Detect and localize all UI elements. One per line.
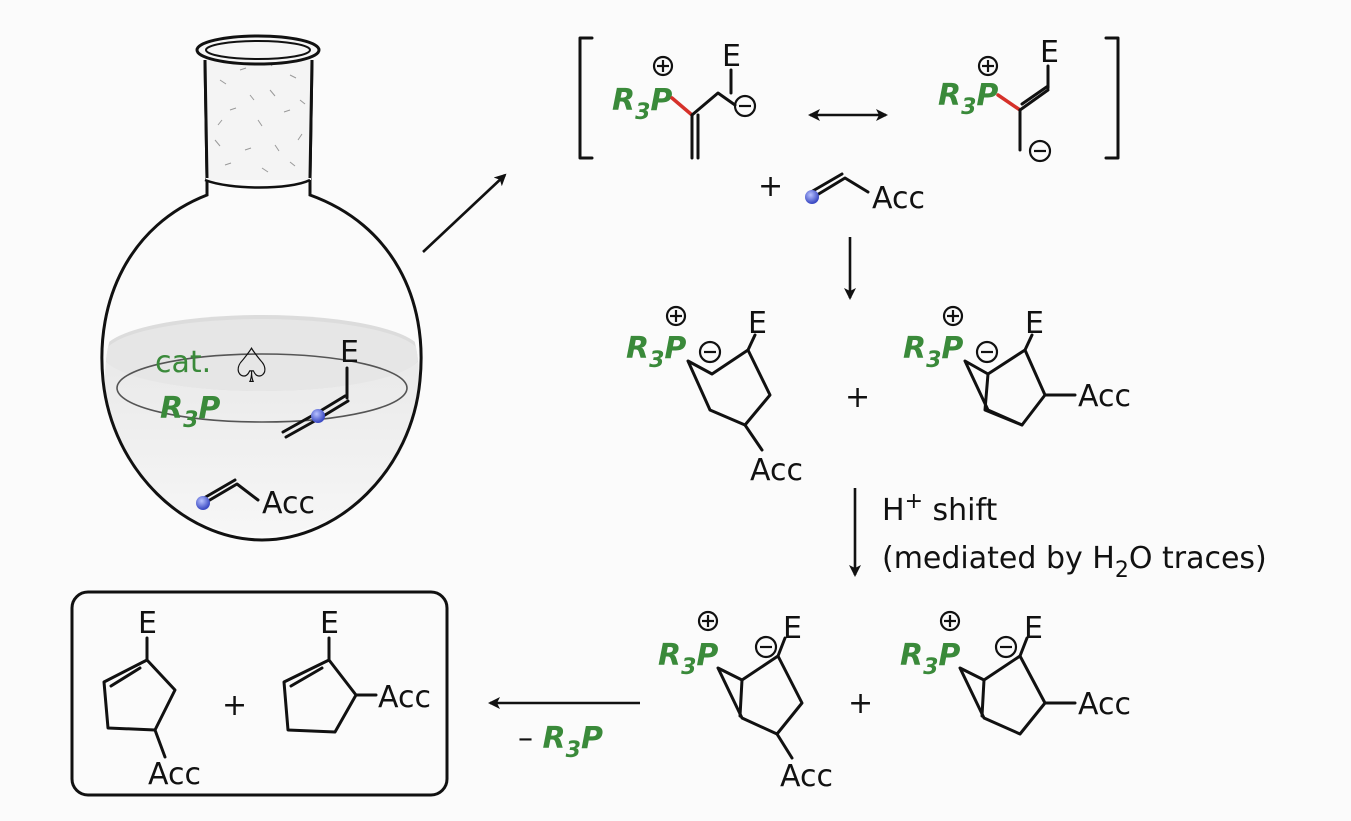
negative-charge-icon	[1028, 139, 1052, 163]
flask-allenoate-E: E	[340, 335, 359, 370]
phosphonium-label: R3P	[626, 331, 686, 373]
proton-shift-condition: (mediated by H2O traces)	[882, 541, 1267, 583]
shifted-adduct-1: R3P E Acc	[658, 610, 833, 794]
negative-charge-icon	[698, 340, 722, 364]
E-label: E	[1040, 35, 1059, 70]
negative-charge-icon	[994, 635, 1018, 659]
positive-charge-icon	[697, 610, 719, 632]
cycloadduct-1: R3P E Acc	[626, 305, 803, 488]
negative-charge-icon	[754, 635, 778, 659]
acceptor-label: Acc	[780, 759, 833, 794]
E-label: E	[138, 606, 157, 641]
shifted-adduct-2: R3P E Acc	[900, 610, 1131, 736]
product-1: E Acc	[102, 606, 201, 792]
phosphonium-label: R3P	[903, 331, 963, 373]
E-label: E	[783, 611, 802, 646]
cycloadduct-2: R3P E Acc	[903, 305, 1131, 427]
products-box	[70, 590, 449, 797]
E-label: E	[748, 306, 767, 341]
acceptor-alkene: Acc	[805, 172, 925, 216]
ylide-structure-2: R3P E	[938, 35, 1059, 163]
acceptor-label: Acc	[872, 181, 925, 216]
negative-charge-icon	[975, 340, 999, 364]
positive-charge-icon	[939, 610, 961, 632]
acceptor-label: Acc	[1078, 687, 1131, 722]
plus-sign: +	[758, 169, 783, 204]
proton-shift-label: H+ shift	[882, 489, 998, 528]
positive-charge-icon	[977, 55, 999, 77]
plus-sign: +	[845, 380, 870, 415]
phosphonium-label: R3P	[900, 638, 960, 680]
plus-sign: +	[222, 688, 247, 723]
ylide-resonance-bracket	[578, 36, 1120, 160]
product-2: E Acc	[282, 606, 431, 734]
flask-acceptor-label: Acc	[262, 486, 315, 521]
acceptor-label: Acc	[378, 680, 431, 715]
catalyst-label: cat.	[155, 345, 211, 380]
plus-sign: +	[848, 686, 873, 721]
E-label: E	[320, 606, 339, 641]
ylide-structure-1: R3P E	[612, 39, 757, 160]
acceptor-label: Acc	[148, 757, 201, 792]
negative-charge-icon	[733, 94, 757, 118]
positive-charge-icon	[665, 305, 687, 327]
E-label: E	[1024, 611, 1043, 646]
phosphonium-label: R3P	[612, 83, 672, 125]
E-label: E	[722, 39, 741, 74]
acceptor-label: Acc	[750, 453, 803, 488]
phosphine-release-label: – R3P	[518, 721, 603, 763]
positive-charge-icon	[942, 305, 964, 327]
phosphonium-label: R3P	[658, 638, 718, 680]
stopper-texture	[214, 59, 306, 173]
E-label: E	[1025, 306, 1044, 341]
spade-icon: ♤	[230, 338, 273, 394]
round-bottom-flask-icon: cat. R3P ♤ E Acc	[100, 34, 423, 542]
positive-charge-icon	[652, 55, 674, 77]
phosphonium-label: R3P	[938, 78, 998, 120]
flask-to-ylide-arrow	[422, 173, 507, 253]
acceptor-label: Acc	[1078, 379, 1131, 414]
catalyst-phosphine: R3P	[160, 391, 220, 433]
